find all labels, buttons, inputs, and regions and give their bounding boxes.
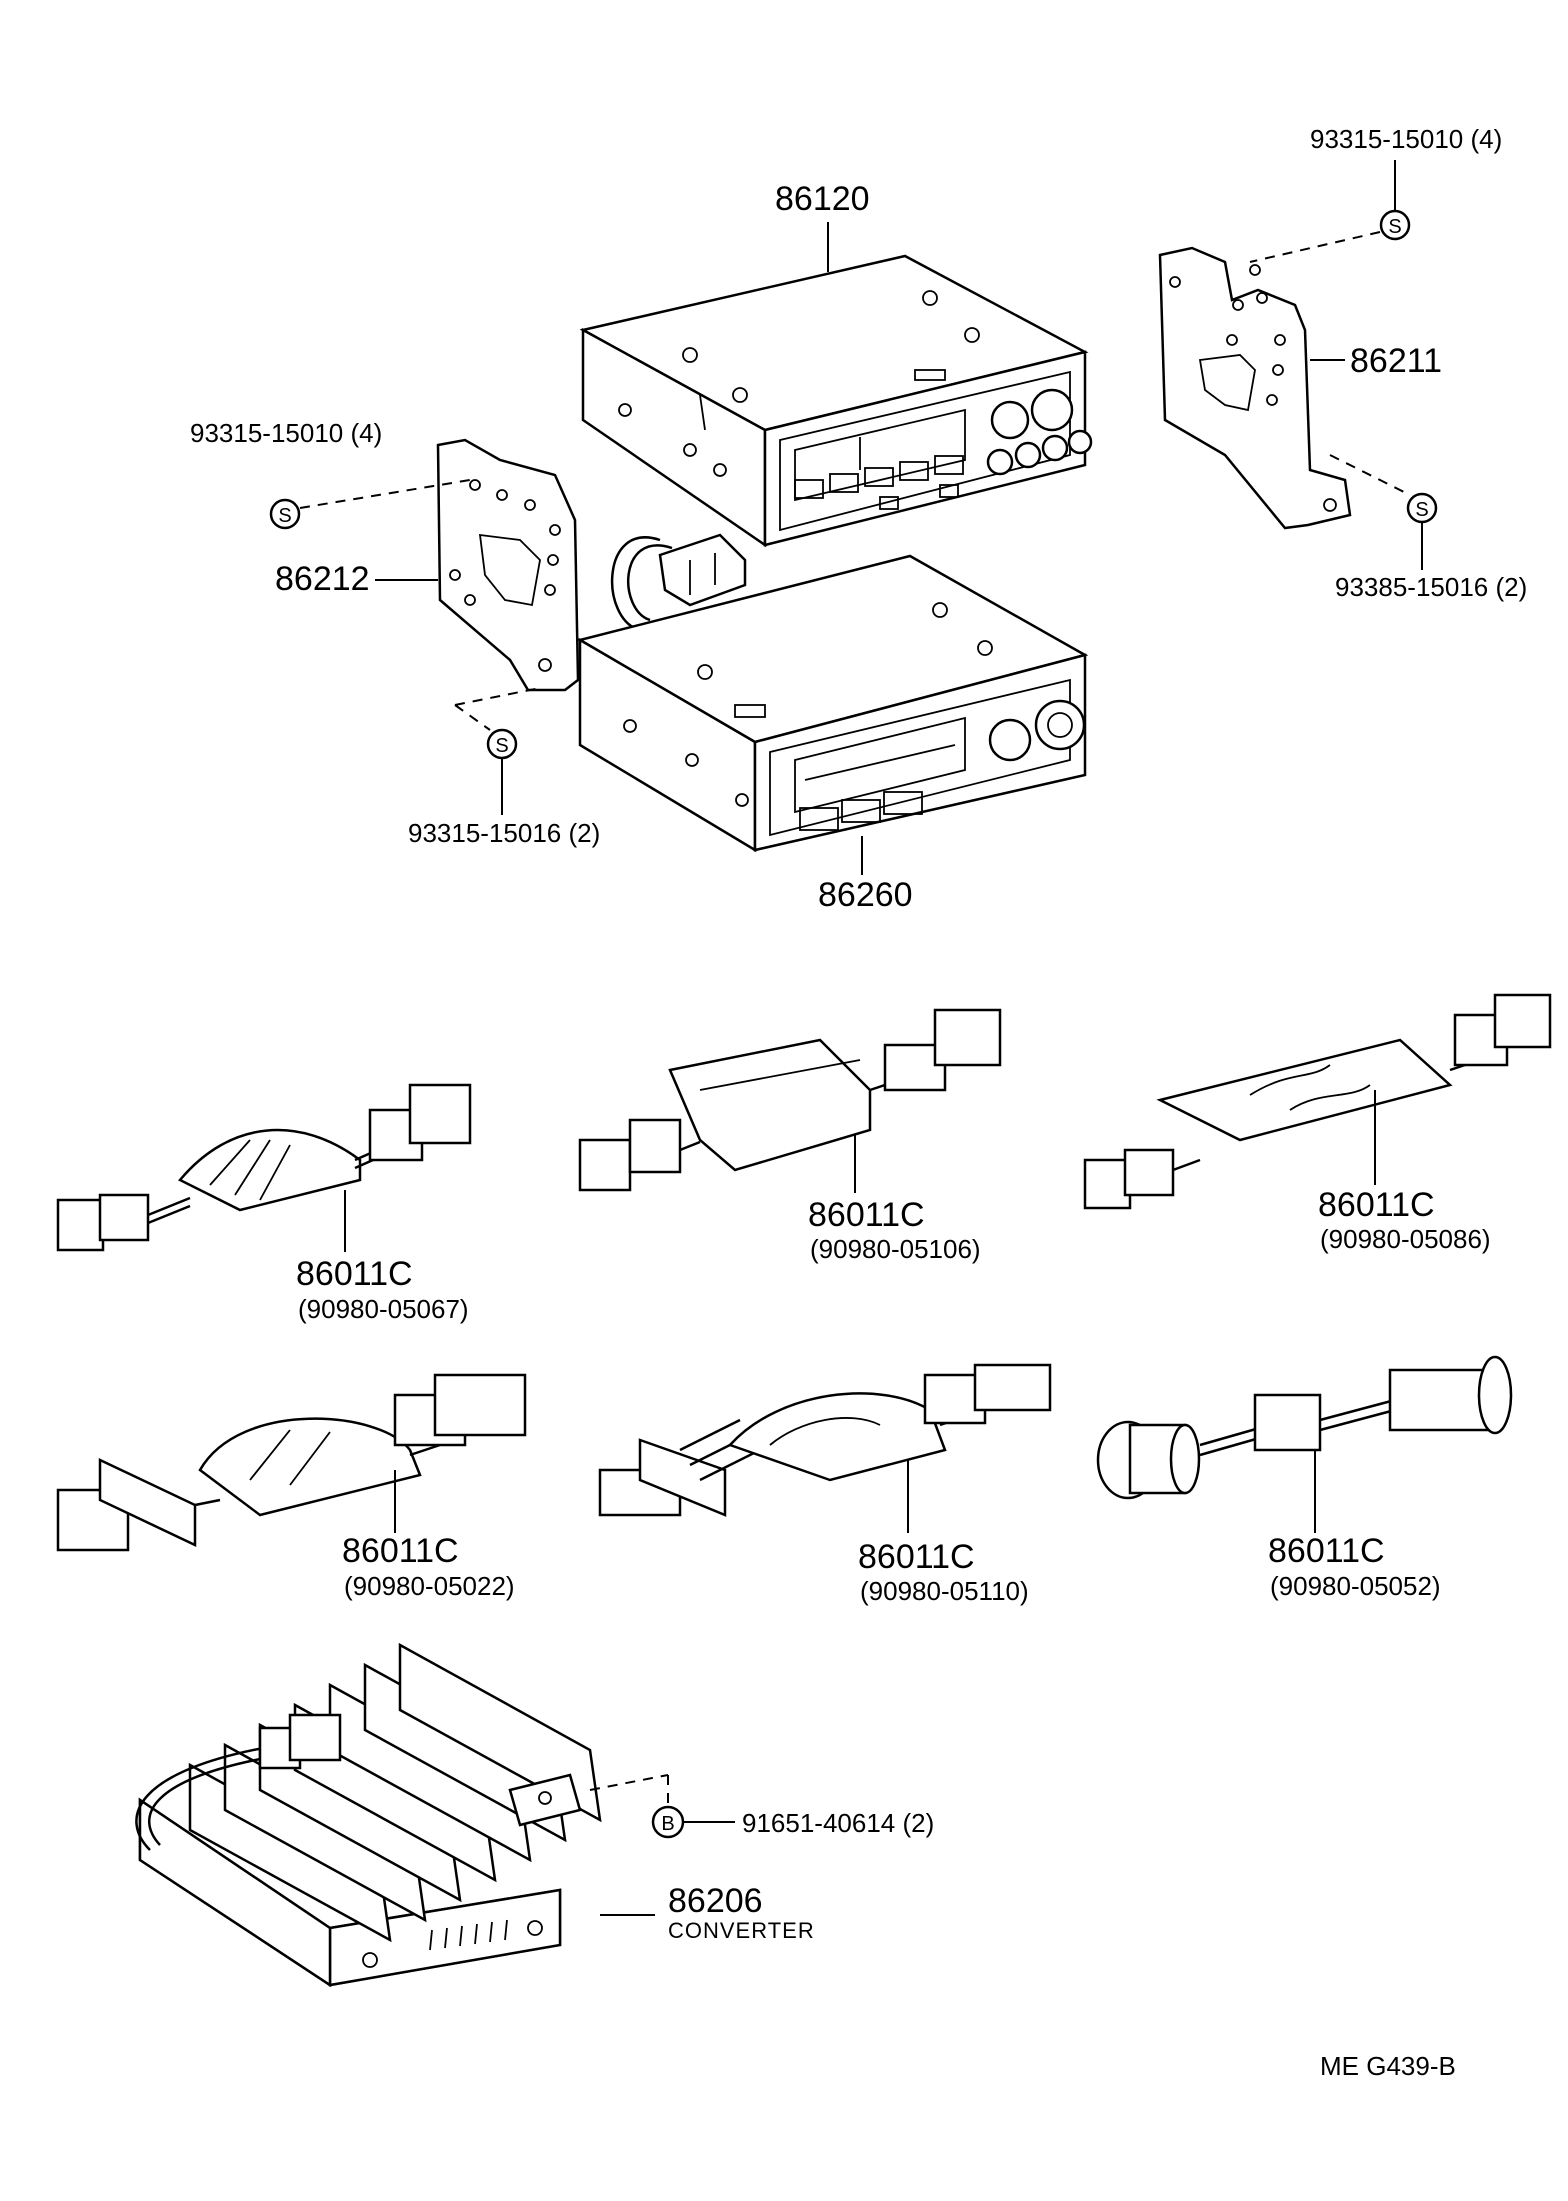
bolt-symbol: B xyxy=(589,1774,735,1839)
label-harness-5-sub: (90980-05110) xyxy=(860,1576,1029,1606)
label-harness-1-sub: (90980-05067) xyxy=(298,1294,469,1324)
label-harness-6-part: 86011C xyxy=(1268,1532,1385,1570)
label-harness-2-part: 86011C xyxy=(808,1196,925,1234)
screw-bottom-left: S xyxy=(454,687,541,815)
harness-6 xyxy=(1096,1355,1513,1533)
label-86120: 86120 xyxy=(775,180,870,218)
label-converter-part: 86206 xyxy=(668,1882,763,1920)
harness-2 xyxy=(578,1008,1002,1193)
harness-1 xyxy=(56,1083,472,1252)
screw-top-left: S xyxy=(269,479,471,530)
label-harness-2-sub: (90980-05106) xyxy=(810,1234,981,1264)
label-86212: 86212 xyxy=(275,560,370,598)
screw-top-right: S xyxy=(1249,160,1411,263)
svg-text:S: S xyxy=(495,735,508,757)
label-screw-bottom-right: 93385-15016 (2) xyxy=(1335,572,1527,602)
harness-3 xyxy=(1083,993,1552,1210)
radio-main-unit xyxy=(579,254,1093,548)
screw-bottom-right: S xyxy=(1329,454,1438,570)
bracket-left xyxy=(375,438,580,692)
converter xyxy=(135,1642,655,1988)
label-harness-5-part: 86011C xyxy=(858,1538,975,1576)
svg-text:S: S xyxy=(1415,499,1428,521)
label-harness-4-sub: (90980-05022) xyxy=(344,1571,515,1601)
label-converter-name: CONVERTER xyxy=(668,1918,815,1943)
svg-text:S: S xyxy=(1388,216,1401,238)
footer-code: ME G439-B xyxy=(1320,2051,1456,2081)
harness-5 xyxy=(598,1363,1052,1533)
radio-cassette-unit xyxy=(576,554,1089,853)
label-harness-3-part: 86011C xyxy=(1318,1186,1435,1224)
svg-text:B: B xyxy=(661,1813,674,1835)
label-86260: 86260 xyxy=(818,876,913,914)
svg-text:S: S xyxy=(278,505,291,527)
label-bolt: 91651-40614 (2) xyxy=(742,1808,934,1838)
bracket-right xyxy=(1158,246,1352,530)
label-screw-bottom-left: 93315-15016 (2) xyxy=(408,818,600,848)
label-harness-3-sub: (90980-05086) xyxy=(1320,1224,1491,1254)
label-harness-1-part: 86011C xyxy=(296,1255,413,1293)
label-86211: 86211 xyxy=(1350,342,1442,380)
label-harness-6-sub: (90980-05052) xyxy=(1270,1571,1441,1601)
harness-4 xyxy=(56,1373,527,1552)
label-screw-top-left: 93315-15010 (4) xyxy=(190,418,382,448)
inter-unit-cable xyxy=(610,533,747,632)
label-harness-4-part: 86011C xyxy=(342,1532,459,1570)
label-screw-top-right: 93315-15010 (4) xyxy=(1310,124,1502,154)
